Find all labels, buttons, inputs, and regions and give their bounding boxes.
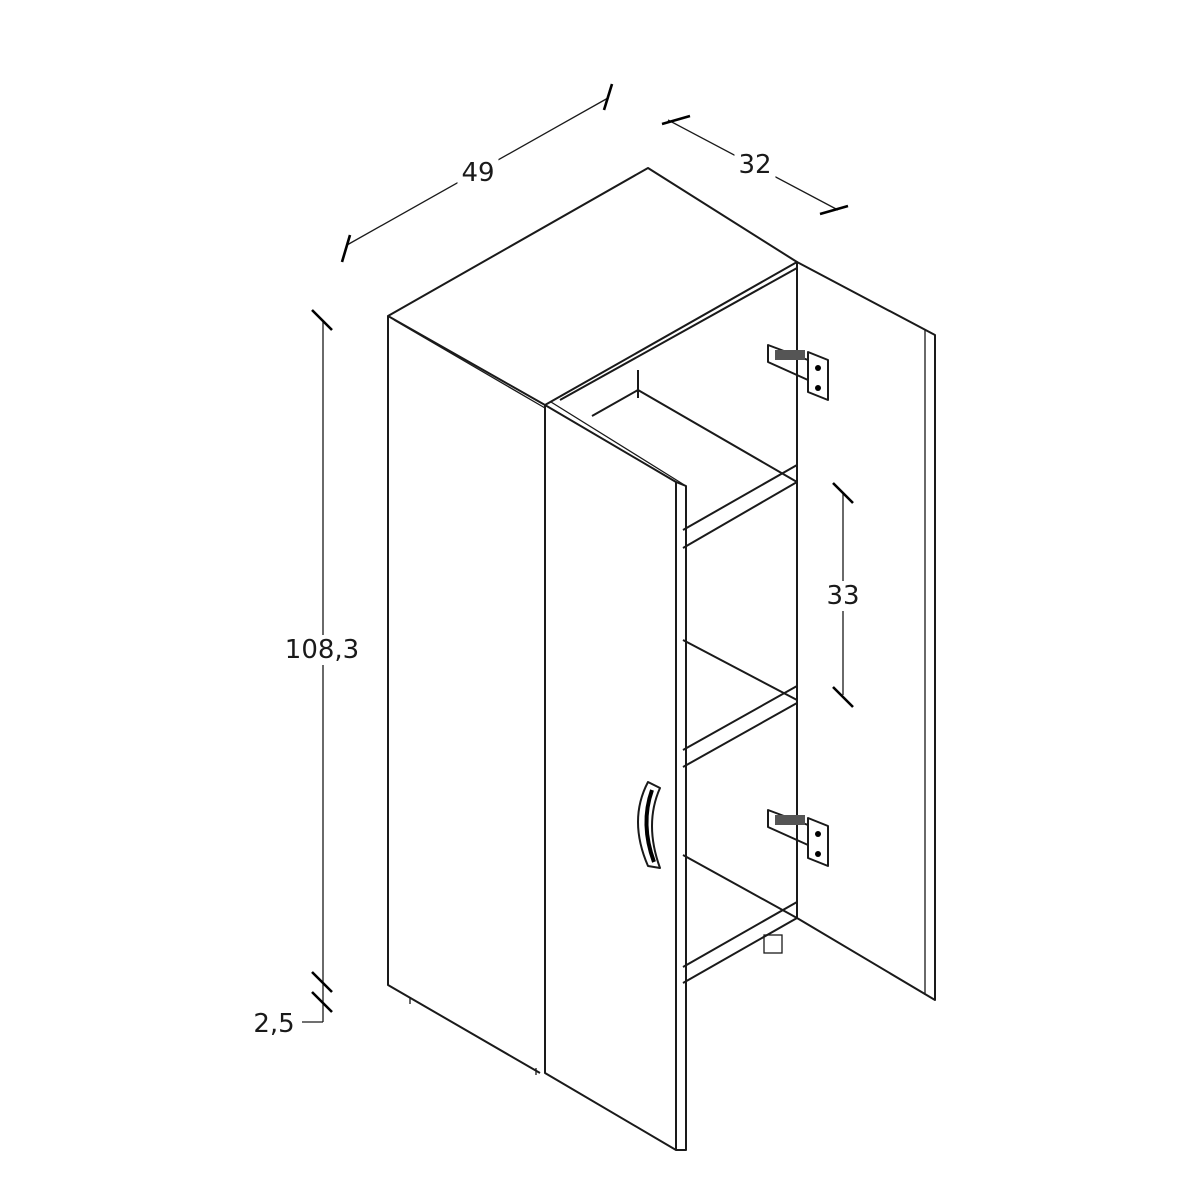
cabinet-top — [387, 167, 798, 409]
door-handle — [637, 781, 661, 869]
left-door — [544, 401, 687, 1151]
hinge-bottom-icon — [767, 809, 829, 867]
width-label: 49 — [457, 158, 499, 188]
foot-height-label: 2,5 — [253, 1009, 295, 1039]
right-door — [796, 261, 936, 1001]
dimension-height — [302, 309, 333, 1023]
depth-label: 32 — [734, 150, 776, 180]
left-side-panel — [387, 316, 541, 1075]
shelf-spacing-label: 33 — [822, 581, 864, 611]
cabinet-interior — [559, 262, 798, 984]
hinge-top-icon — [767, 344, 829, 401]
height-label: 108,3 — [280, 635, 364, 665]
